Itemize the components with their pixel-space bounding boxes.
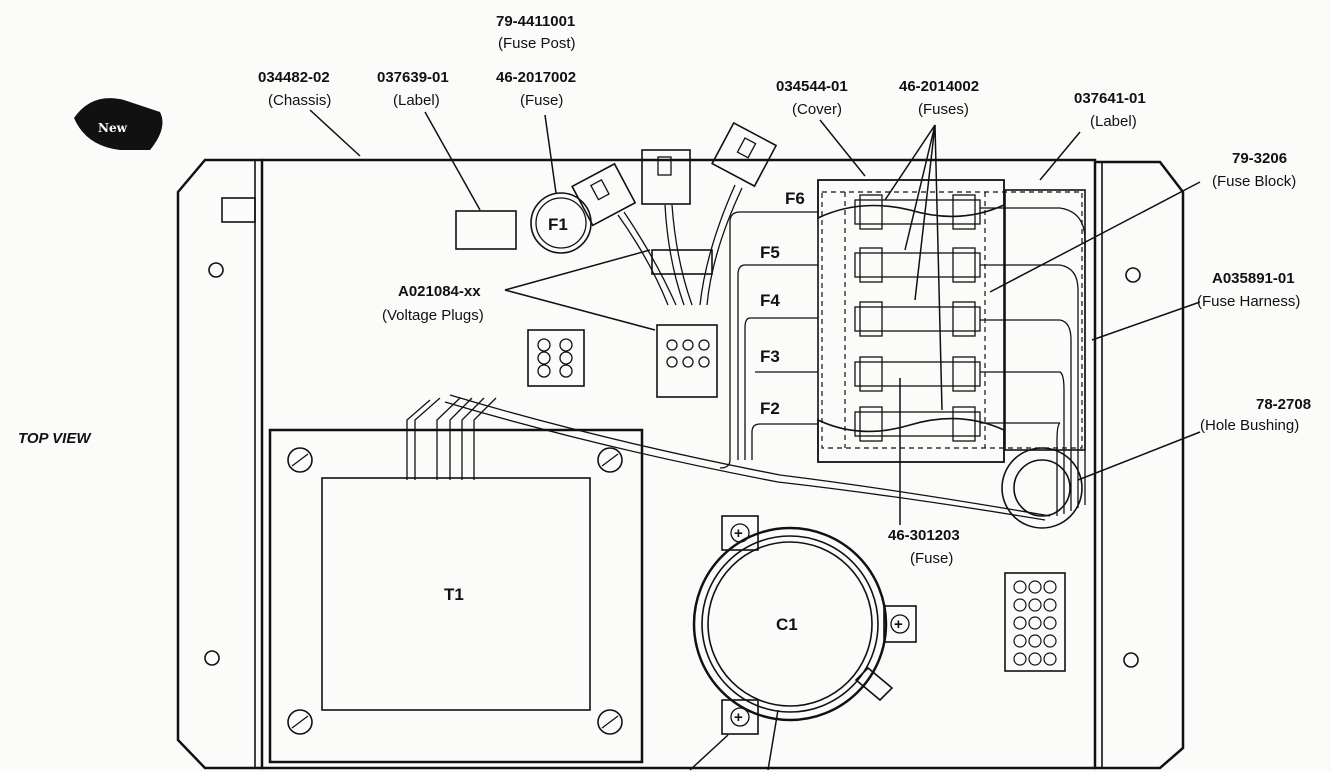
callout-label-right-part: 037641-01 [1074, 90, 1146, 107]
designator-f3: F3 [760, 347, 780, 366]
designator-f1: F1 [548, 215, 568, 234]
voltage-plug-connectors [571, 121, 778, 398]
callout-fuse-harness-part: A035891-01 [1212, 270, 1295, 287]
label-037639-box [455, 210, 517, 250]
fuse-row-f4 [854, 301, 981, 337]
callout-fuse-block-desc: (Fuse Block) [1212, 173, 1296, 190]
fifteen-pin-connector [1004, 572, 1066, 672]
callout-chassis-part: 034482-02 [258, 69, 330, 86]
callout-cover-part: 034544-01 [776, 78, 848, 95]
callout-fuse-f3-part: 46-301203 [888, 527, 960, 544]
fuse-post-f1: F1 [530, 192, 592, 254]
fuse-harness [406, 207, 1086, 529]
leader-lines [309, 109, 1201, 771]
callout-fuse-post-desc: (Fuse Post) [498, 35, 576, 52]
callout-chassis-desc: (Chassis) [268, 92, 331, 109]
designator-f4: F4 [760, 291, 780, 310]
fuse-row-f3 [854, 356, 981, 392]
callout-voltage-plugs-desc: (Voltage Plugs) [382, 307, 484, 324]
callout-label-right-desc: (Label) [1090, 113, 1137, 130]
callout-fuse-f1-desc: (Fuse) [520, 92, 563, 109]
callout-fuse-f3-desc: (Fuse) [910, 550, 953, 567]
fuse-row-f2 [854, 406, 981, 442]
fuse-block [719, 179, 1086, 469]
callout-voltage-plugs-part: A021084-xx [398, 283, 481, 300]
six-pin-connector [527, 329, 585, 387]
callout-fuse-post-part: 79-4411001 [496, 13, 575, 30]
callout-fuses-desc: (Fuses) [918, 101, 969, 118]
callout-hole-bushing-desc: (Hole Bushing) [1200, 417, 1299, 434]
designator-t1: T1 [444, 585, 464, 604]
callout-fuse-harness-desc: (Fuse Harness) [1197, 293, 1300, 310]
callout-fuse-block-part: 79-3206 [1232, 150, 1287, 167]
callout-hole-bushing-part: 78-2708 [1256, 396, 1311, 413]
transformer-t1: T1 [268, 428, 644, 764]
designator-f6: F6 [785, 189, 805, 208]
callout-cover-desc: (Cover) [792, 101, 842, 118]
callout-fuse-f1-part: 46-2017002 [496, 69, 576, 86]
view-label: TOP VIEW [18, 430, 92, 447]
callout-fuses-part: 46-2014002 [899, 78, 979, 95]
callout-label-left-desc: (Label) [393, 92, 440, 109]
callout-label-left-part: 037639-01 [377, 69, 449, 86]
designator-c1: C1 [776, 615, 798, 634]
new-badge-text: New [98, 121, 128, 135]
svg-text:+: + [734, 525, 743, 542]
designator-f5: F5 [760, 243, 780, 262]
capacitor-c1: + + + C1 [692, 515, 917, 735]
chassis-outline [176, 158, 1185, 770]
svg-text:+: + [894, 616, 903, 633]
designator-f2: F2 [760, 399, 780, 418]
new-badge: New [74, 98, 163, 150]
svg-text:+: + [734, 709, 743, 726]
